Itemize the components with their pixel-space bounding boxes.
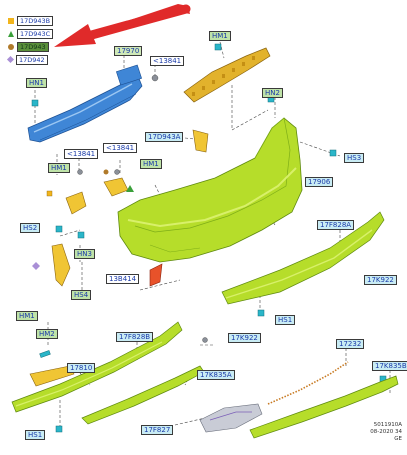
circle-icon <box>8 43 14 50</box>
side-brackets <box>29 129 209 387</box>
callout-label: <13841 <box>103 143 138 153</box>
callout-label: <13841 <box>64 149 99 159</box>
reflector <box>149 263 163 287</box>
callout-label: HN3 <box>74 249 95 259</box>
callout-label: 17K922 <box>364 275 397 285</box>
legend-item-17d943c: 17D943C <box>8 28 54 39</box>
drawing-region: GE <box>394 436 402 442</box>
legend-code: 17D943C <box>17 28 54 39</box>
callout-label: 17K835B <box>372 361 407 371</box>
callout-label: 17F828A <box>317 220 355 230</box>
callout-label: HS4 <box>71 290 92 300</box>
callout-label: HM2 <box>36 329 58 339</box>
callout-label: HM1 <box>48 163 70 173</box>
callout-label: 17K922 <box>228 333 261 343</box>
callout-label: 17K835A <box>197 370 235 380</box>
callout-label: 17906 <box>305 177 334 187</box>
callout-label: HS1 <box>275 315 296 325</box>
highlight-arrow <box>54 4 191 47</box>
callout-label: 17232 <box>336 339 365 349</box>
callout-label: 17F828B <box>116 332 154 342</box>
callout-label: HN2 <box>262 88 283 98</box>
callout-label: HM1 <box>16 311 38 321</box>
callout-label: HS1 <box>25 430 46 440</box>
square-icon <box>8 17 14 24</box>
impact-beam <box>27 64 143 143</box>
drawing-date: 08-2020 34 <box>370 429 402 435</box>
callout-label: 17F827 <box>141 425 174 435</box>
callout-label: HM1 <box>209 31 231 41</box>
drawing-number: 5011910A <box>373 422 402 428</box>
legend-item-17d942: 17D942 <box>6 54 48 65</box>
screws <box>77 74 208 343</box>
callout-label: 17970 <box>114 46 143 56</box>
callout-label: HS2 <box>20 223 41 233</box>
callout-label: <13841 <box>150 56 185 66</box>
callout-label: 17D943A <box>145 132 184 142</box>
upper-bracket <box>183 47 271 103</box>
diamond-icon <box>6 55 15 64</box>
legend-code-highlighted: 17D943 <box>17 41 49 52</box>
callout-label: HS3 <box>344 153 365 163</box>
trim-strip <box>267 361 349 405</box>
legend-item-17d943: 17D943 <box>8 41 49 52</box>
bumper-cover <box>117 117 303 263</box>
callout-label: HN1 <box>26 78 47 88</box>
callout-label: 17810 <box>67 363 96 373</box>
drawing-reference: 5011910A 08-2020 34 GE <box>370 422 402 443</box>
triangle-icon <box>8 30 14 37</box>
fastener-marks <box>32 169 134 270</box>
legend-code: 17D943B <box>17 15 54 26</box>
legend-item-17d943b: 17D943B <box>8 15 54 26</box>
valance-right <box>221 211 385 305</box>
diffuser <box>199 403 263 433</box>
callout-label: 13B414 <box>106 274 140 284</box>
trim-right <box>249 375 399 439</box>
callout-label: HM1 <box>140 159 162 169</box>
legend-code: 17D942 <box>16 54 48 65</box>
